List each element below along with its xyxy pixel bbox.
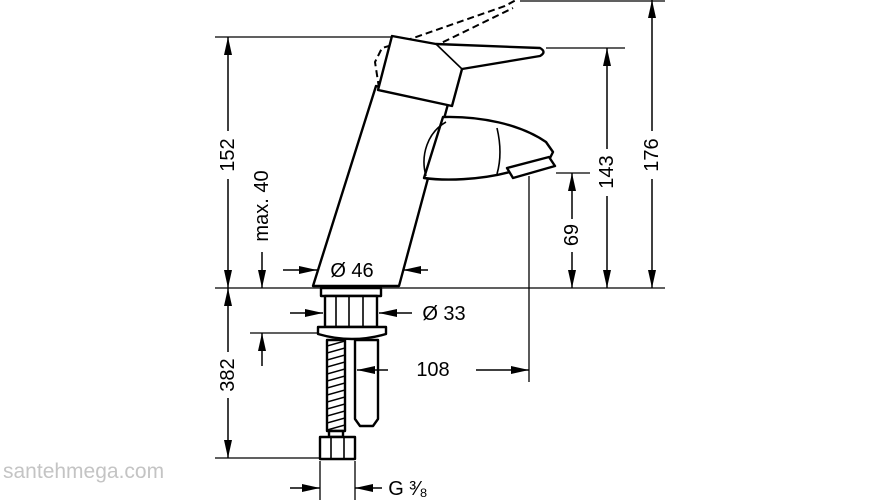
dimension-label: max. 40 bbox=[251, 170, 273, 241]
dimension-connection-thread: G ³⁄₈ bbox=[290, 478, 428, 500]
dimension-label: 69 bbox=[561, 224, 583, 246]
dimension-label: 176 bbox=[641, 138, 663, 171]
threaded-rod bbox=[353, 338, 380, 428]
dimension-label: G ³⁄₈ bbox=[388, 478, 427, 500]
dimension-label: Ø 33 bbox=[422, 303, 465, 325]
aerator bbox=[505, 155, 557, 180]
spout-recess-line bbox=[423, 121, 447, 177]
shank bbox=[323, 294, 379, 329]
hose-connection-nut bbox=[318, 435, 357, 461]
fixing-nut bbox=[316, 325, 388, 341]
raised-handle-dashed-lower bbox=[432, 7, 514, 48]
spout-front-line bbox=[496, 127, 501, 175]
dimension-hose-length: 382 bbox=[217, 288, 239, 458]
handle-cap-line bbox=[435, 43, 463, 70]
dimension-label: 108 bbox=[416, 359, 449, 381]
dimension-body-diameter: Ø 46 bbox=[283, 260, 428, 282]
dimension-spout-height: 143 bbox=[596, 48, 618, 288]
dimension-outlet-height: 69 bbox=[561, 173, 583, 288]
dimension-label: 152 bbox=[217, 138, 239, 171]
dimension-label: 143 bbox=[596, 155, 618, 188]
dimension-label: 382 bbox=[217, 358, 239, 391]
dimension-shank-diameter: Ø 33 bbox=[290, 303, 466, 325]
faucet-body bbox=[311, 84, 450, 288]
faucet bbox=[311, 34, 557, 288]
mounting-assembly bbox=[316, 286, 388, 461]
dimension-raised-handle-height: 176 bbox=[641, 0, 663, 288]
dimension-spout-reach: 108 bbox=[357, 359, 529, 381]
flexible-hose bbox=[325, 338, 347, 433]
dimension-handle-height: 152 bbox=[217, 37, 239, 288]
watermark: santehmega.com bbox=[3, 460, 164, 483]
dimension-max-deck-thickness: max. 40 bbox=[251, 170, 273, 366]
dimension-label: Ø 46 bbox=[330, 260, 373, 282]
handle-lever bbox=[376, 34, 545, 108]
